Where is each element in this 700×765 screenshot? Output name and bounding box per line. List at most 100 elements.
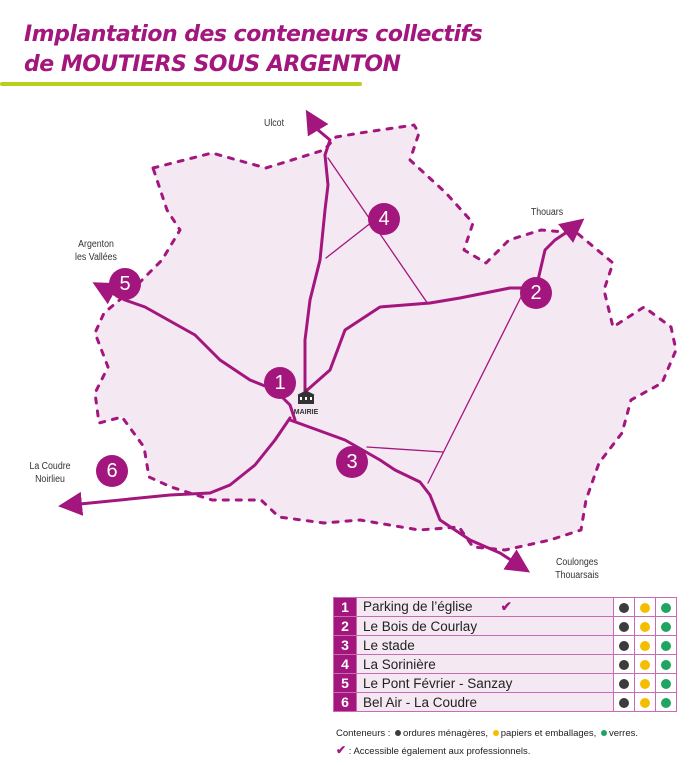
place-argenton: Argenton les Vallées <box>70 238 123 264</box>
container-verres <box>655 692 677 712</box>
container-ordures <box>613 673 635 693</box>
verres-dot-icon <box>661 678 671 689</box>
site-name: Parking de l’église ✔ <box>356 597 614 617</box>
legend-ordures: ordures ménagères, <box>403 728 489 739</box>
site-marker-1[interactable]: 1 <box>264 367 296 399</box>
legend-pro-note: : Accessible également aux professionnel… <box>348 746 531 757</box>
mairie-label: MAIRIE <box>293 409 319 416</box>
title-line-2: de MOUTIERS SOUS ARGENTON <box>24 52 401 77</box>
title-line-1: Implantation des conteneurs collectifs <box>24 22 483 47</box>
site-name: Bel Air - La Coudre <box>356 692 614 712</box>
table-row: 1 Parking de l’église ✔ <box>333 597 677 617</box>
legend-professionals: ✔ : Accessible également aux professionn… <box>336 743 530 757</box>
ordures-dot-icon <box>619 640 629 651</box>
ordures-dot-icon <box>619 621 629 632</box>
commune-boundary <box>93 123 678 552</box>
place-thouars: Thouars <box>530 207 564 218</box>
site-name-text: Le Pont Février - Sanzay <box>363 675 513 691</box>
papiers-dot-icon <box>640 602 650 613</box>
table-row: 6 Bel Air - La Coudre <box>333 692 677 712</box>
container-papiers <box>634 673 656 693</box>
site-number: 6 <box>333 692 357 712</box>
place-argenton-line2: les Vallées <box>75 252 117 263</box>
place-coulonges-line2: Thouarsais <box>555 570 599 581</box>
checkmark-icon: ✔ <box>336 743 347 757</box>
legend-containers: Conteneurs : ordures ménagères, papiers … <box>336 728 638 739</box>
site-name: Le Pont Février - Sanzay <box>356 673 614 693</box>
table-row: 2 Le Bois de Courlay <box>333 616 677 636</box>
papiers-dot-icon <box>640 640 650 651</box>
container-papiers <box>634 635 656 655</box>
container-ordures <box>613 654 635 674</box>
ordures-dot-icon <box>619 659 629 670</box>
site-name-text: Parking de l’église <box>363 599 473 614</box>
site-name: Le Bois de Courlay <box>356 616 614 636</box>
site-name: Le stade <box>356 635 614 655</box>
legend-papiers: papiers et emballages, <box>500 728 597 739</box>
site-marker-2[interactable]: 2 <box>520 277 552 309</box>
container-verres <box>655 654 677 674</box>
road-argenton <box>92 282 297 422</box>
site-number: 5 <box>333 673 357 693</box>
road-ulcot <box>303 109 332 394</box>
container-papiers <box>634 616 656 636</box>
ordures-dot-icon <box>619 602 629 613</box>
site-number: 2 <box>333 616 357 636</box>
site-marker-4[interactable]: 4 <box>368 203 400 235</box>
site-marker-6[interactable]: 6 <box>96 455 128 487</box>
papiers-dot-icon <box>640 678 650 689</box>
territory-map <box>58 109 678 573</box>
verres-dot-icon <box>661 621 671 632</box>
site-number: 3 <box>333 635 357 655</box>
site-number: 4 <box>333 654 357 674</box>
title-underline <box>0 82 362 86</box>
container-ordures <box>613 635 635 655</box>
road-la-coudre <box>58 416 292 516</box>
site-marker-3[interactable]: 3 <box>336 446 368 478</box>
ordures-dot-icon <box>395 730 402 737</box>
place-la-coudre-line1: La Coudre <box>29 461 71 472</box>
papiers-dot-icon <box>640 697 650 708</box>
verres-dot-icon <box>661 659 671 670</box>
legend-prefix: Conteneurs : <box>336 728 391 739</box>
mairie: MAIRIE <box>291 388 321 416</box>
site-name-text: Le stade <box>363 637 415 653</box>
container-ordures <box>613 597 635 617</box>
site-name-text: La Sorinière <box>363 656 436 672</box>
container-papiers <box>634 597 656 617</box>
place-ulcot: Ulcot <box>263 118 285 129</box>
table-row: 5 Le Pont Février - Sanzay <box>333 673 677 693</box>
place-la-coudre: La Coudre Noirlieu <box>24 460 77 486</box>
papiers-dot-icon <box>640 621 650 632</box>
ordures-dot-icon <box>619 697 629 708</box>
ordures-dot-icon <box>619 678 629 689</box>
container-verres <box>655 635 677 655</box>
verres-dot-icon <box>661 697 671 708</box>
container-papiers <box>634 654 656 674</box>
container-papiers <box>634 692 656 712</box>
verres-dot-icon <box>661 640 671 651</box>
site-name-text: Le Bois de Courlay <box>363 618 478 634</box>
town-hall-icon <box>297 388 315 404</box>
container-verres <box>655 673 677 693</box>
place-coulonges: Coulonges Thouarsais <box>549 556 605 582</box>
papiers-dot-icon <box>492 730 499 737</box>
site-marker-5[interactable]: 5 <box>109 268 141 300</box>
verres-dot-icon <box>661 602 671 613</box>
container-ordures <box>613 692 635 712</box>
place-argenton-line1: Argenton <box>78 239 114 250</box>
container-ordures <box>613 616 635 636</box>
checkmark-icon: ✔ <box>500 599 512 614</box>
site-name-text: Bel Air - La Coudre <box>363 694 478 710</box>
legend-verres: verres. <box>608 728 638 739</box>
place-la-coudre-line2: Noirlieu <box>35 474 65 485</box>
site-name: La Sorinière <box>356 654 614 674</box>
papiers-dot-icon <box>640 659 650 670</box>
place-coulonges-line1: Coulonges <box>555 557 599 568</box>
table-row: 4 La Sorinière <box>333 654 677 674</box>
road-thouars <box>303 218 585 394</box>
container-sites-table: 1 Parking de l’église ✔ 2 Le Bois de Courl… <box>333 597 677 712</box>
table-row: 3 Le stade <box>333 635 677 655</box>
site-number: 1 <box>333 597 357 617</box>
